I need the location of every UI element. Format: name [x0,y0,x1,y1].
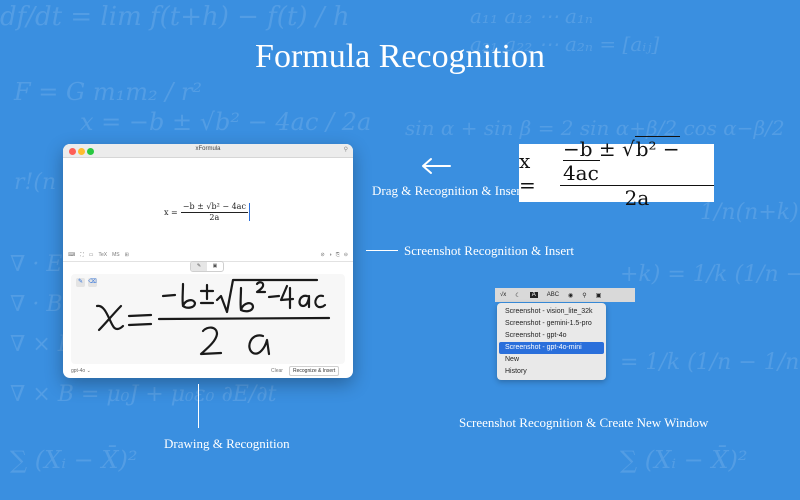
image-mode-tab[interactable]: ▣ [212,263,218,269]
bg-math: x = −b ± √b² − 4ac / 2a [80,108,372,136]
bg-math: ∇ · B [10,292,63,317]
preview-denominator: 2a [209,212,220,222]
preview-numerator: −b ± √b² − 4ac [180,202,248,213]
theme-icon[interactable]: ◑ [328,252,332,258]
mode-segmented-control: ✎ ▣ [190,261,224,272]
preview-formula: x = −b ± √b² − 4ac 2a [164,202,250,222]
screenshot-caption: Screenshot Recognition & Insert [404,243,575,258]
image-icon[interactable]: ▭ [88,252,94,258]
bottom-bar: gpt-4o ⌄ Clear Recognize & Insert [63,365,353,378]
menu-item-gemini[interactable]: Screenshot - gemini-1.5-pro [505,320,592,327]
ms-button[interactable]: MS [112,252,120,258]
menu-item-history[interactable]: History [505,368,527,375]
big-lhs: x = [519,149,536,197]
connector-line [366,250,398,251]
bg-math: = 1/k (1/n − 1/n+k) [620,350,800,375]
drawing-canvas[interactable]: ✎ ⌫ [71,274,345,364]
xformula-menubar-icon[interactable]: √x [500,292,507,298]
preview-fraction: −b ± √b² − 4ac 2a [180,202,248,222]
big-numerator-pre: −b ± √ [562,136,635,161]
remove-icon[interactable]: ⊖ [343,252,348,258]
bg-math: ∑ (Xᵢ − X̄)² [620,446,748,474]
grid-icon[interactable]: ⊞ [124,252,129,258]
control-center-icon[interactable]: ▣ [595,292,602,299]
pen-icon[interactable]: ✎ [76,278,85,287]
search-icon[interactable]: ⚲ [582,292,587,299]
menu-item-vision-lite[interactable]: Screenshot - vision_lite_32k [505,308,593,315]
menu-item-gpt-4o[interactable]: Screenshot - gpt-4o [505,332,567,339]
preview-lhs: x = [164,207,178,217]
big-fraction: −b ± √b² − 4ac 2a [559,135,714,210]
fullscreen-icon[interactable]: ⛶ [80,252,84,258]
keyboard-icon[interactable]: ⌨ [68,252,76,258]
model-select[interactable]: gpt-4o ⌄ [71,368,91,374]
history-icon[interactable]: ⊘ [320,252,325,258]
eraser-icon[interactable]: ⌫ [88,278,97,287]
bg-math: +k) = 1/k (1/n − [620,262,800,287]
format-toolbar: ⌨ ⛶ ▭ TeX MS ⊞ ⊘ ◑ ⎘ ⊖ [63,248,353,262]
text-input-icon[interactable]: A [529,292,538,298]
window-title: xFormula [195,146,221,152]
big-radicand: b² − 4ac [562,135,680,185]
moon-icon[interactable]: ☾ [515,292,521,299]
handwritten-formula [95,278,331,356]
status-menu: Screenshot - vision_lite_32k Screenshot … [497,303,606,380]
connector-line [198,384,199,428]
abc-input-icon[interactable]: ABC [546,292,560,298]
arrow-left-icon [422,158,451,174]
bg-math: ∑ (Xᵢ − X̄)² [10,446,138,474]
bg-math: a₁₁ a₁₂ ⋯ a₁ₙ [470,4,594,28]
drag-caption: Drag & Recognition & Insert [372,183,525,198]
text-cursor [248,203,250,222]
copy-icon[interactable]: ⎘ [335,252,340,258]
wifi-icon[interactable]: ◉ [568,292,574,299]
system-menubar: √x ☾ A ABC ◉ ⚲ ▣ [495,288,635,302]
bg-math: df/dt = lim f(t+h) − f(t) / h [0,2,350,32]
bg-math: ∇ × B = μ₀J + μ₀ε₀ ∂E/∂t [10,382,277,407]
rendered-formula-image: x = −b ± √b² − 4ac 2a [519,135,714,210]
zoom-button[interactable] [87,147,94,155]
minimize-button[interactable] [78,147,85,155]
formula-preview[interactable]: x = −b ± √b² − 4ac 2a [63,158,353,248]
recognize-insert-button[interactable]: Recognize & Insert [289,366,340,376]
bg-math: 1/n(n+k) [700,200,799,225]
xformula-window: xFormula ⚲ x = −b ± √b² − 4ac 2a ⌨ ⛶ ▭ T… [63,144,353,378]
bg-math: F = G m₁m₂ / r² [14,78,203,106]
draw-mode-tab[interactable]: ✎ [191,262,207,271]
clear-button[interactable]: Clear [271,368,283,374]
page-title: Formula Recognition [255,38,545,75]
window-titlebar: xFormula ⚲ [63,144,353,158]
new-window-caption: Screenshot Recognition & Create New Wind… [459,415,709,430]
close-button[interactable] [69,147,76,155]
big-numerator: −b ± √b² − 4ac [559,135,714,186]
menu-item-new[interactable]: New [505,356,520,363]
big-denominator: 2a [624,185,650,210]
tex-button[interactable]: TeX [98,252,108,258]
bg-math: ∇ · E [10,252,63,277]
drawing-caption: Drawing & Recognition [164,436,290,451]
menu-item-gpt-4o-mini[interactable]: Screenshot - gpt-4o-mini [499,342,604,354]
pin-icon[interactable]: ⚲ [343,147,348,153]
